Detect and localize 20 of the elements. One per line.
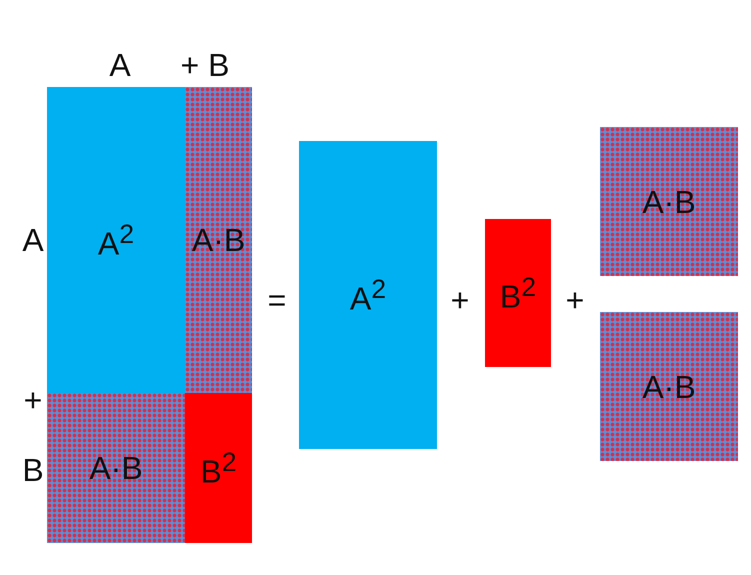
area-rectangle <box>47 393 185 543</box>
area-rectangle <box>600 127 738 276</box>
area-rectangle <box>47 87 185 393</box>
area-rectangle <box>185 87 252 393</box>
operator-sign: + <box>450 284 470 316</box>
area-label: B$^{2}$ <box>500 274 536 312</box>
operator-sign: + <box>566 284 584 316</box>
operator-sign: = <box>268 284 286 316</box>
term-label: B <box>22 454 44 486</box>
area-rectangle <box>185 393 252 543</box>
term-label: A <box>22 224 44 256</box>
term-label: A <box>109 49 131 81</box>
term-label: + B <box>180 49 230 81</box>
area-rectangle <box>600 312 738 461</box>
operator-sign: + <box>24 384 42 416</box>
area-label: A$^{2}$ <box>350 276 386 314</box>
area-label: A$^{2}$ <box>98 220 134 260</box>
area-rectangle <box>485 219 551 367</box>
area-label: B$^{2}$ <box>200 448 237 488</box>
area-rectangle <box>299 141 437 449</box>
